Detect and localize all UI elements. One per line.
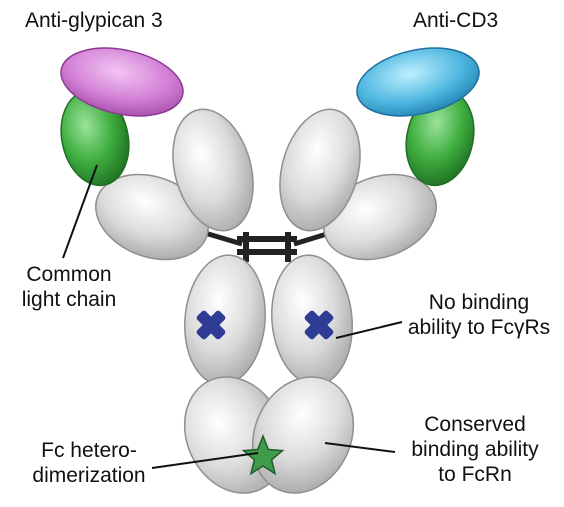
label-conserved-line-2: binding ability [411,438,539,461]
label-conserved-line-1: Conserved [424,413,526,436]
label-no-binding-line-2: ability to FcγRs [407,316,551,339]
leader-lines [62,164,403,469]
star-icon [241,433,285,476]
fc-ch3-domains [183,376,355,494]
label-conserved-fcrn-binding: Conserved binding ability to FcRn [392,412,558,487]
left-heavy-chain-variable [60,47,184,117]
left-fab-arm [60,47,254,261]
right-heavy-chain-variable [356,47,480,117]
hinge-disulfide-bonds [204,230,331,262]
label-anti-glypican-3: Anti-glypican 3 [25,9,163,32]
label-no-binding-fcgrs: No binding ability to FcγRs [398,290,560,340]
leader-line-fc-hetero [151,452,259,469]
right-heavy-chain-ch1 [279,108,361,232]
x-cross-icon [304,310,334,340]
label-common-light-chain-line-1: Common [26,263,112,286]
label-fc-hetero-line-2: dimerization [32,464,146,487]
label-common-light-chain-line-2: light chain [21,288,117,311]
leader-line-common-light-chain [62,164,98,259]
label-fc-heterodimerization: Fc hetero- dimerization [14,438,164,488]
label-no-binding-line-1: No binding [428,291,530,314]
label-anti-cd3: Anti-CD3 [413,9,499,32]
left-heavy-chain-ch1 [172,108,254,232]
leader-line-no-binding [335,321,403,339]
label-fc-hetero-line-1: Fc hetero- [41,439,137,462]
x-cross-icon [196,310,226,340]
right-fab-arm [279,47,480,261]
right-light-chain-constant [323,173,437,261]
right-ch3-domain [251,376,355,494]
left-ch2-domain [184,254,266,386]
left-light-chain-constant [95,173,209,261]
label-conserved-line-3: to FcRn [438,463,512,486]
label-common-light-chain: Common light chain [6,262,132,312]
leader-line-conserved [324,442,396,453]
